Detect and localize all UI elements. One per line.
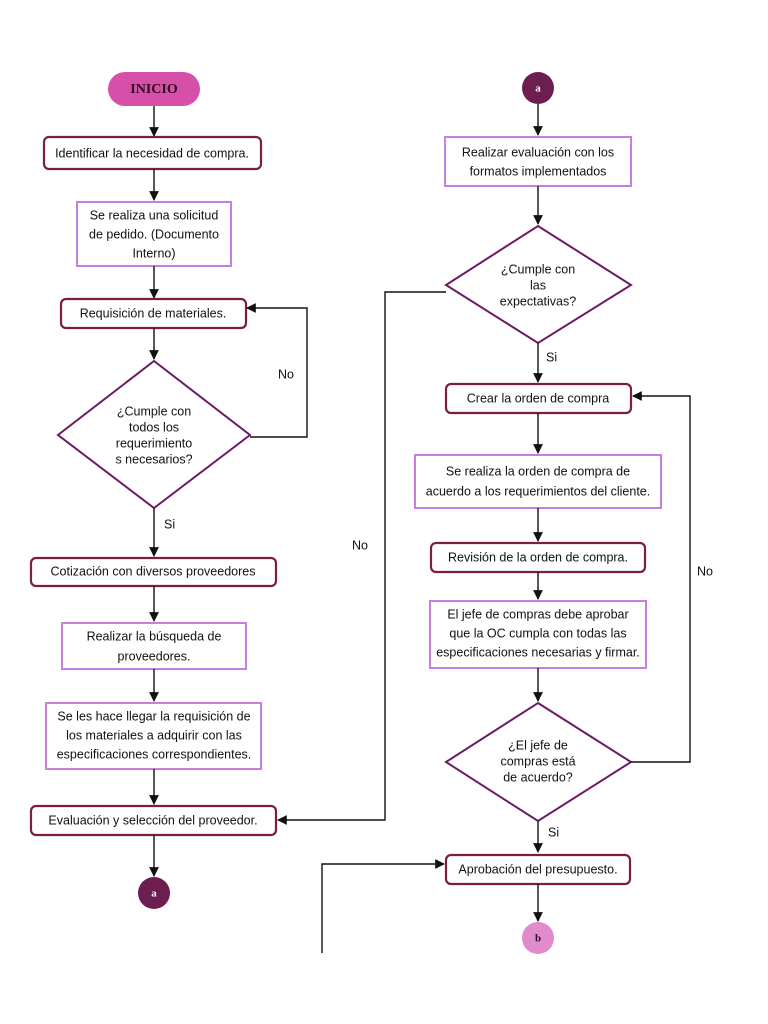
step-text: Crear la orden de compra: [467, 391, 609, 405]
decision-text-line: todos los: [129, 420, 179, 434]
step-realiza-orden: Se realiza la orden de compra de acuerdo…: [414, 454, 662, 509]
step-box: [42, 135, 263, 171]
decision-diamond: [56, 359, 252, 510]
step-text-line: Se realiza la orden de compra de: [446, 464, 630, 478]
step-text-line: Realizar evaluación con los: [462, 145, 614, 159]
step-hacer-llegar: Se les hace llegar la requisición de los…: [45, 702, 262, 770]
step-busqueda: Realizar la búsqueda de proveedores.: [61, 622, 247, 670]
decision-jefe: ¿El jefe de compras está de acuerdo?: [444, 701, 633, 823]
step-evaluacion: Evaluación y selección del proveedor.: [29, 804, 278, 837]
decision-text-line: de acuerdo?: [503, 770, 573, 784]
step-text-line: acuerdo a los requerimientos del cliente…: [426, 484, 650, 498]
decision-text-line: expectativas?: [500, 294, 576, 308]
si-label: Si: [546, 350, 557, 364]
si-label: Si: [548, 825, 559, 839]
step-text-line: proveedores.: [118, 649, 191, 663]
step-text-line: El jefe de compras debe aprobar: [447, 607, 628, 621]
step-crear-orden: Crear la orden de compra: [444, 382, 633, 415]
start-label: INICIO: [130, 82, 178, 97]
step-realizar-evaluacion: Realizar evaluación con los formatos imp…: [444, 136, 632, 187]
step-text: Requisición de materiales.: [80, 306, 227, 320]
step-text-line: Se realiza una solicitud: [90, 208, 219, 222]
connector-a-label: a: [535, 83, 541, 95]
step-box: [429, 600, 647, 669]
step-solicitud: Se realiza una solicitud de pedido. (Doc…: [76, 201, 232, 267]
step-text: Aprobación del presupuesto.: [458, 862, 617, 876]
step-revision: Revisión de la orden de compra.: [429, 541, 647, 574]
step-text-line: Se les hace llegar la requisición de: [57, 709, 250, 723]
connector-a-circle: [138, 877, 170, 909]
connector-a-circle: [522, 72, 554, 104]
step-text-line: especificaciones necesarias y firmar.: [436, 645, 640, 659]
connector-a-top: a: [522, 72, 554, 104]
step-identificar: Identificar la necesidad de compra.: [42, 135, 263, 171]
decision-text-line: ¿Cumple con: [117, 404, 191, 418]
connector-b-circle: [522, 922, 554, 954]
start-terminal: INICIO: [108, 72, 200, 106]
step-box: [76, 201, 232, 267]
decision-text-line: requerimiento: [116, 436, 192, 450]
step-text-line: especificaciones correspondientes.: [57, 747, 252, 761]
step-requisicion: Requisición de materiales.: [59, 297, 248, 330]
step-text-line: los materiales a adquirir con las: [66, 728, 242, 742]
step-text: Evaluación y selección del proveedor.: [48, 813, 257, 827]
start-terminal-shape: [108, 72, 200, 106]
step-cotizacion: Cotización con diversos proveedores: [29, 556, 278, 588]
step-text-line: que la OC cumpla con todas las: [449, 626, 626, 640]
step-box: [444, 136, 632, 187]
no-loop-line: [631, 391, 691, 763]
step-aprobacion: Aprobación del presupuesto.: [444, 853, 632, 886]
no-label: No: [278, 367, 294, 381]
decision-text-line: ¿El jefe de: [508, 738, 568, 752]
no-return-line: [277, 291, 446, 825]
connector-b: b: [522, 922, 554, 954]
decision-text-line: ¿Cumple con: [501, 262, 575, 276]
decision-requerimientos: ¿Cumple con todos los requerimiento s ne…: [56, 359, 252, 510]
incoming-line: [321, 859, 445, 953]
connector-a-bottom: a: [138, 877, 170, 909]
step-text: Cotización con diversos proveedores: [51, 564, 256, 578]
no-loop-line: [246, 303, 308, 438]
decision-expectativas: ¿Cumple con las expectativas?: [444, 224, 633, 345]
connector-a-label: a: [151, 888, 157, 900]
step-text-line: Realizar la búsqueda de: [87, 629, 222, 643]
no-label: No: [352, 538, 368, 552]
step-jefe-aprobar: El jefe de compras debe aprobar que la O…: [429, 600, 647, 669]
decision-text-line: las: [530, 278, 546, 292]
decision-text-line: compras está: [500, 754, 575, 768]
step-box: [61, 622, 247, 670]
step-text-line: de pedido. (Documento: [89, 227, 219, 241]
step-text: Identificar la necesidad de compra.: [55, 146, 249, 160]
si-label: Si: [164, 517, 175, 531]
step-text: Revisión de la orden de compra.: [448, 550, 628, 564]
decision-text-line: s necesarios?: [115, 452, 192, 466]
step-text-line: Interno): [132, 246, 175, 260]
connector-b-label: b: [535, 933, 541, 945]
step-text-line: formatos implementados: [470, 164, 607, 178]
step-box: [414, 454, 662, 509]
no-label: No: [697, 564, 713, 578]
